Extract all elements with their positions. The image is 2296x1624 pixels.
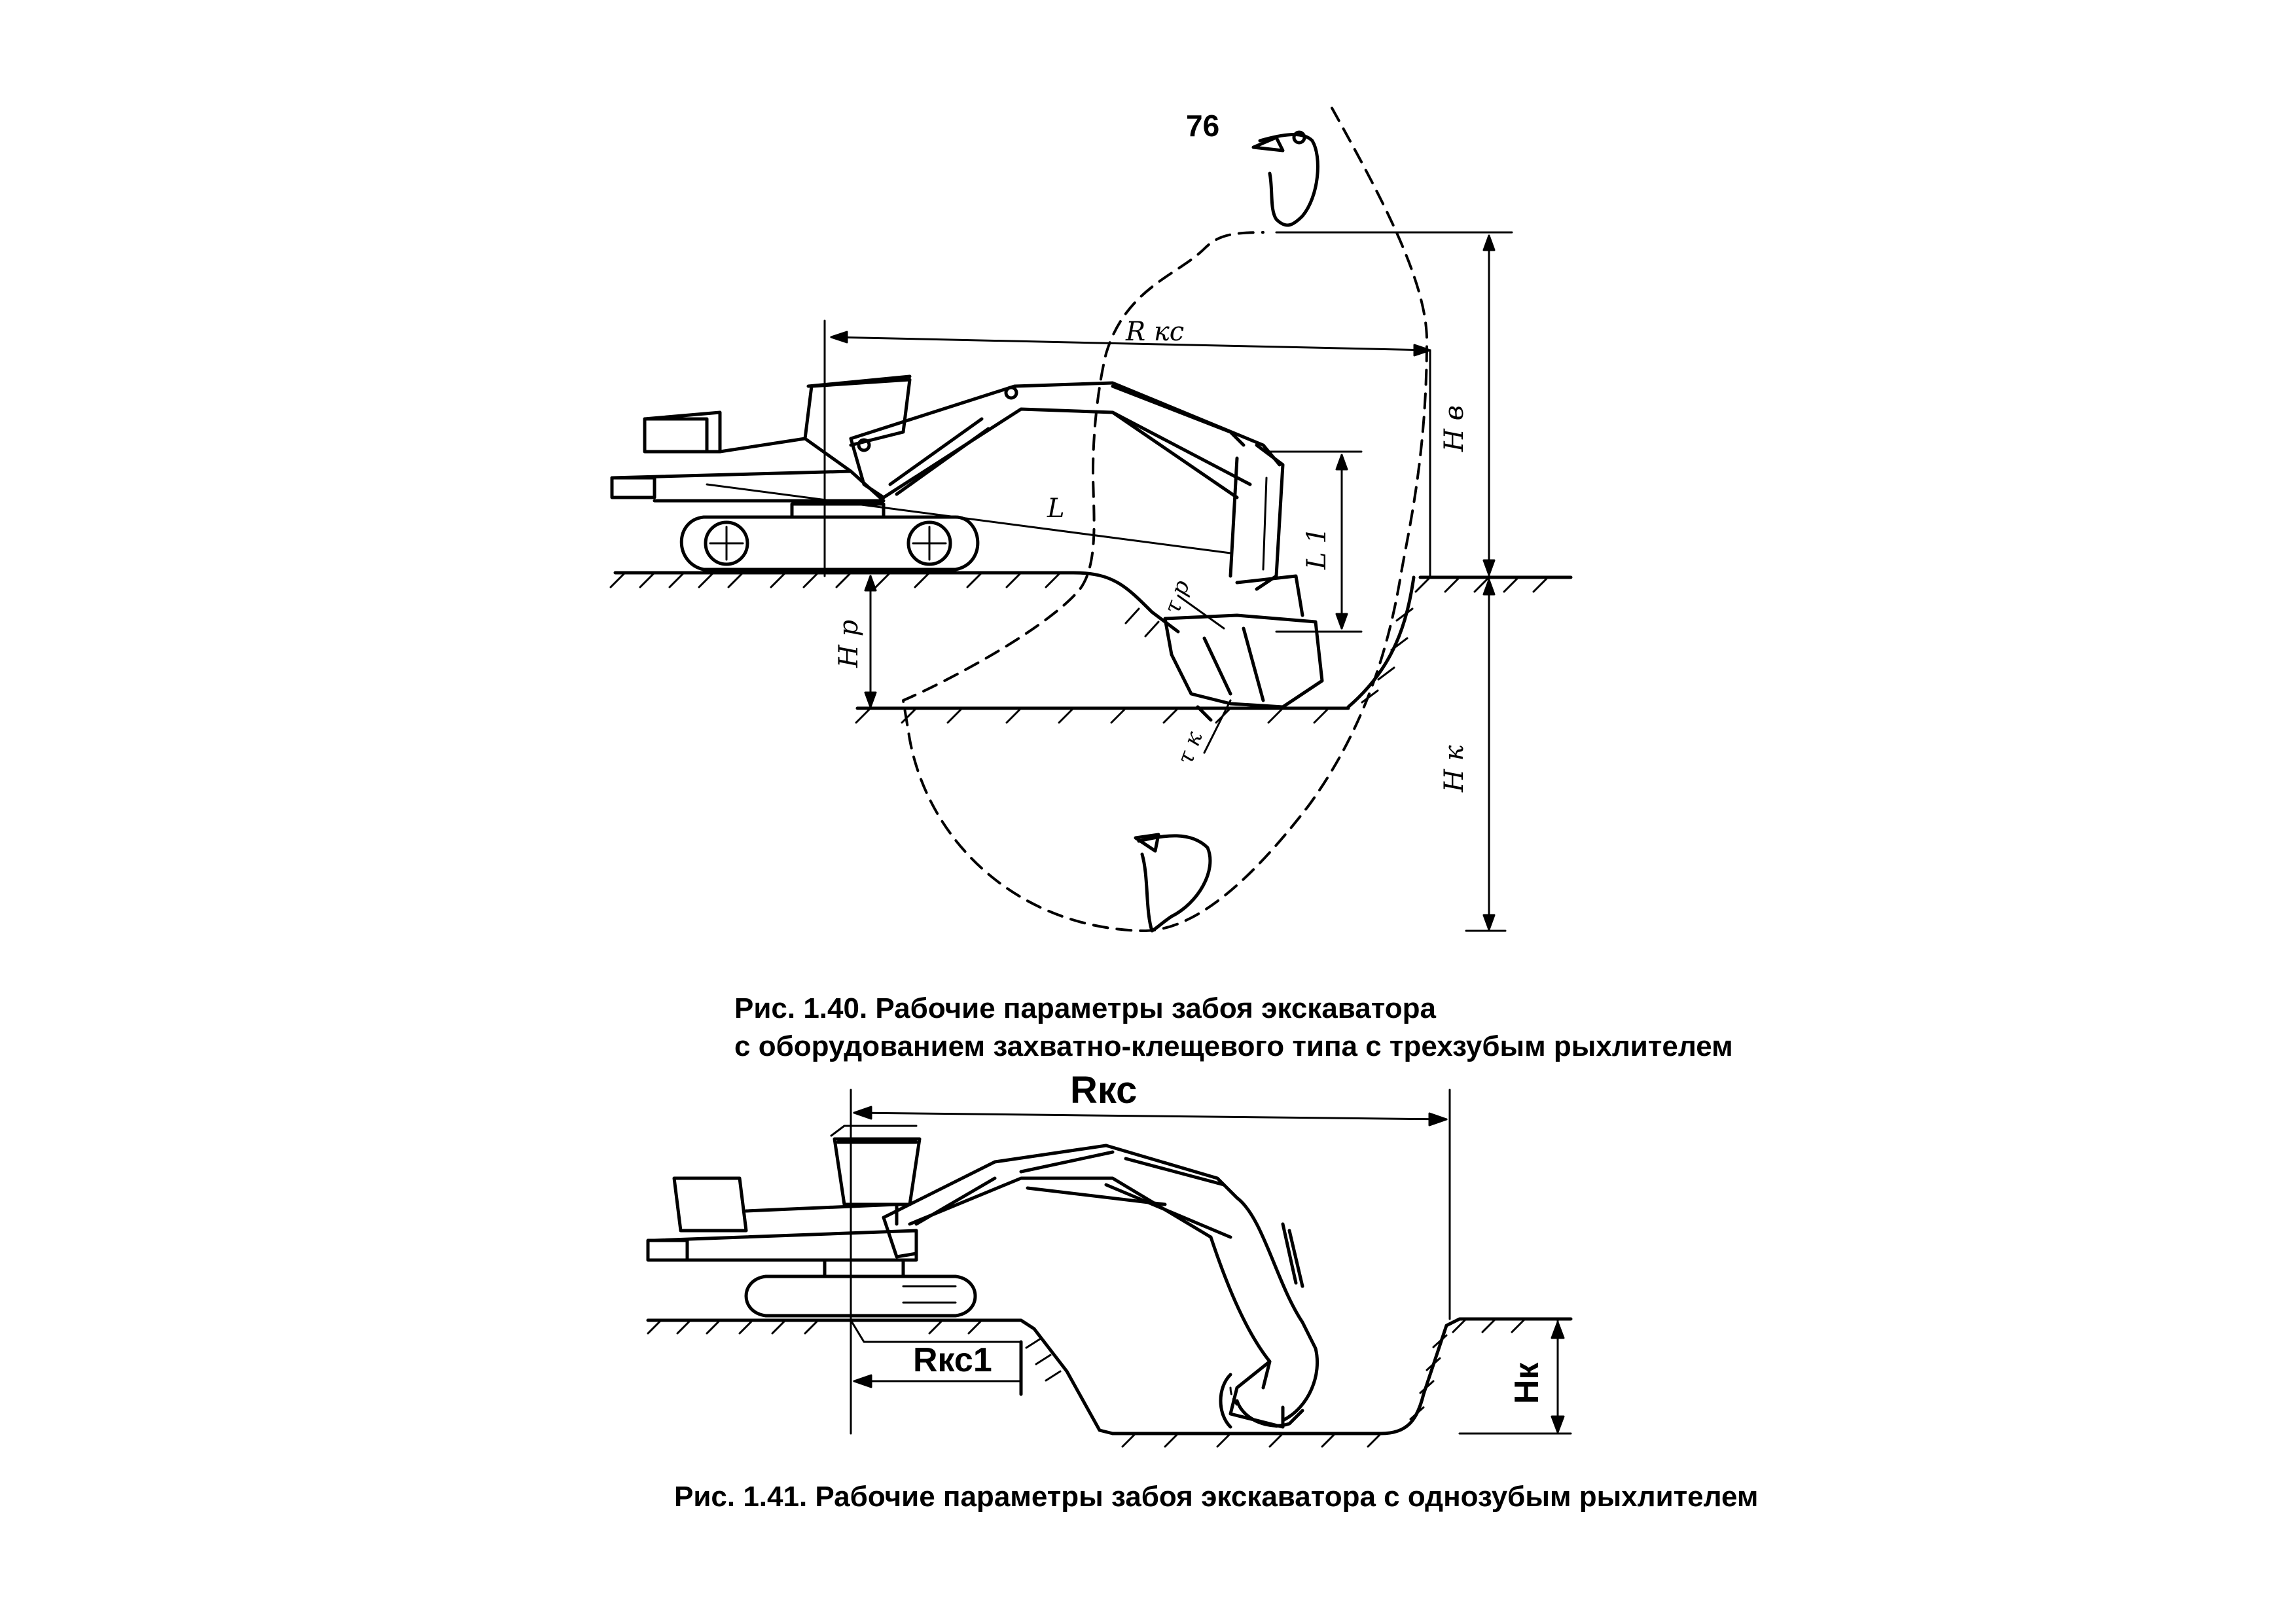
excavator-body-fig41 xyxy=(646,1125,977,1318)
dimension-l1 xyxy=(1268,450,1363,633)
excavator-boom xyxy=(849,381,1282,499)
figure-1-40-caption-line-1: Рис. 1.40. Рабочие параметры забоя экска… xyxy=(734,992,1436,1024)
label-r-kc-fig41: Rкс xyxy=(1070,1069,1137,1111)
label-h-r: H р xyxy=(834,620,864,668)
figure-1-40-caption-line-2: с оборудованием захватно-клещевого типа … xyxy=(734,1030,1733,1062)
figure-1-41-caption: Рис. 1.41. Рабочие параметры забоя экска… xyxy=(674,1481,1759,1513)
dimension-h-v-h-k xyxy=(1275,231,1513,932)
dimension-r-kc1 xyxy=(853,1340,1023,1396)
label-l: L xyxy=(1047,494,1065,524)
page-number: 76 xyxy=(1186,109,1220,143)
dimension-h-r xyxy=(864,575,877,708)
label-l1: L 1 xyxy=(1302,527,1332,570)
label-h-v: H в xyxy=(1439,405,1469,452)
tau-k-line xyxy=(1203,699,1232,754)
figure-1-40-caption: Рис. 1.40. Рабочие параметры забоя экска… xyxy=(734,990,1733,1066)
pit-profile xyxy=(646,1317,1573,1448)
top-bucket xyxy=(1251,130,1319,227)
grab-bucket xyxy=(1163,613,1324,722)
bottom-bucket xyxy=(1134,833,1212,933)
label-h-k-fig41: Hк xyxy=(1508,1362,1546,1404)
digging-envelope xyxy=(902,107,1428,932)
label-r-kc-fig40: R кс xyxy=(1125,317,1184,347)
dimension-r-kc-fig41 xyxy=(850,1089,1451,1435)
excavator-stick-fig41 xyxy=(1209,1196,1319,1429)
dimension-h-k-fig41 xyxy=(1458,1318,1572,1435)
ripper-arc xyxy=(1229,1386,1284,1428)
tau-r-line xyxy=(1177,594,1225,630)
label-h-k-fig40: H к xyxy=(1439,745,1469,793)
excavator-boom-fig41 xyxy=(882,1144,1239,1259)
excavator-stick xyxy=(1229,443,1304,617)
dimension-line-l xyxy=(706,483,1232,554)
label-r-kc1: Rкс1 xyxy=(913,1341,992,1379)
dimension-r-kc xyxy=(823,319,1431,577)
